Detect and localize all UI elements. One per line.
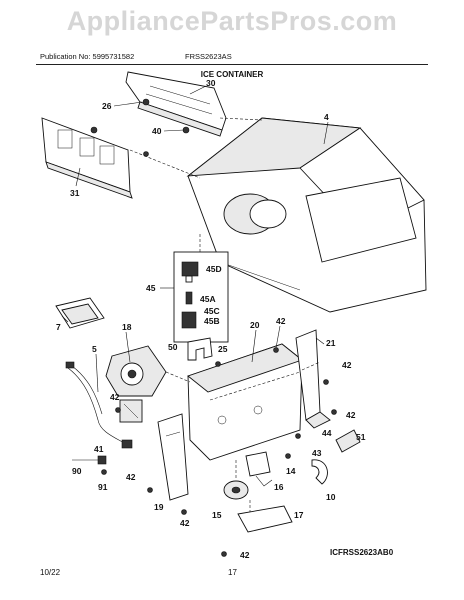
publication-number: Publication No: 5995731582 (40, 52, 135, 61)
label-90: 90 (72, 466, 82, 476)
label-45: 45 (146, 283, 156, 293)
label-42-mid: 42 (346, 410, 356, 420)
model-number: FRSS2623AS (185, 52, 232, 61)
part-16-link (255, 475, 273, 487)
label-45c: 45C (204, 306, 220, 316)
part-7-tray (55, 297, 105, 329)
label-17: 17 (294, 510, 304, 520)
label-50: 50 (168, 342, 178, 352)
label-91: 91 (98, 482, 108, 492)
label-45b: 45B (204, 316, 220, 326)
page-title: ICE CONTAINER (200, 70, 264, 79)
part-10-crank (311, 459, 328, 485)
part-20-housing (187, 343, 303, 461)
footer-date: 10/22 (40, 568, 61, 577)
label-41: 41 (94, 444, 104, 454)
part-18-auger-motor (105, 345, 167, 397)
part-14-solenoid (245, 451, 271, 477)
label-14: 14 (286, 466, 296, 476)
label-42-left: 42 (110, 392, 120, 402)
label-42-bottom: 42 (180, 518, 190, 528)
label-25: 25 (218, 344, 228, 354)
label-40: 40 (152, 126, 162, 136)
part-15-plunger (223, 480, 249, 500)
part-31-end-plate (41, 117, 133, 199)
part-19-bracket (157, 413, 189, 501)
part-30-rail (125, 71, 227, 137)
screw-markers (90, 98, 337, 557)
label-16: 16 (274, 482, 284, 492)
figure-code: ICFRSS2623AB0 (330, 548, 394, 557)
label-42-low: 42 (126, 472, 136, 482)
label-21: 21 (326, 338, 336, 348)
label-42-top: 42 (276, 316, 286, 326)
label-31: 31 (70, 188, 80, 198)
label-43: 43 (312, 448, 322, 458)
label-45d: 45D (206, 264, 222, 274)
part-41-switch (119, 399, 143, 423)
part-4-ice-bin (186, 117, 427, 313)
label-7: 7 (56, 322, 61, 332)
label-51: 51 (356, 432, 366, 442)
label-44: 44 (322, 428, 332, 438)
part-90-rod (72, 455, 107, 465)
part-50-clip (187, 337, 213, 361)
watermark: AppliancePartsPros.com (66, 6, 398, 36)
part-45-callout-box (173, 251, 229, 343)
leader-lines (61, 85, 329, 393)
part-17-door (237, 505, 293, 533)
label-5: 5 (92, 344, 97, 354)
part-5-wire-harness (65, 361, 133, 449)
label-42-right: 42 (342, 360, 352, 370)
assembly-lines (129, 117, 321, 512)
label-30: 30 (206, 78, 216, 88)
header-rule (36, 64, 428, 65)
label-4: 4 (324, 112, 329, 122)
part-51-bearing (335, 429, 361, 453)
footer-page-number: 17 (228, 568, 237, 577)
part-21-side-bracket (295, 329, 331, 429)
label-18: 18 (122, 322, 132, 332)
label-42-foot: 42 (240, 550, 250, 560)
label-19: 19 (154, 502, 164, 512)
label-10: 10 (326, 492, 336, 502)
label-45a: 45A (200, 294, 216, 304)
label-26: 26 (102, 101, 112, 111)
label-20: 20 (250, 320, 260, 330)
label-15: 15 (212, 510, 222, 520)
